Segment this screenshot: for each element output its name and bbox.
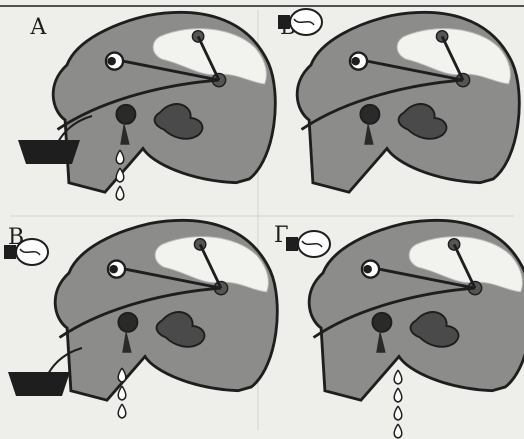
duct-opening — [360, 105, 379, 124]
pupil — [107, 57, 116, 66]
duct-opening — [372, 313, 391, 332]
saliva-drops — [118, 368, 126, 418]
duct-opening — [116, 105, 135, 124]
bowl-body — [18, 140, 80, 164]
saliva-drops — [116, 150, 124, 200]
bulb-base — [4, 245, 16, 259]
pupil — [351, 57, 360, 66]
visual-centre — [448, 239, 459, 250]
panel-label: А — [30, 15, 47, 40]
pupil — [109, 265, 118, 274]
bulb-base — [278, 15, 290, 29]
visual-centre — [194, 239, 205, 250]
bulb-base — [286, 237, 298, 251]
bowl-body — [8, 372, 70, 396]
duct-opening — [118, 313, 137, 332]
pupil — [363, 265, 372, 274]
